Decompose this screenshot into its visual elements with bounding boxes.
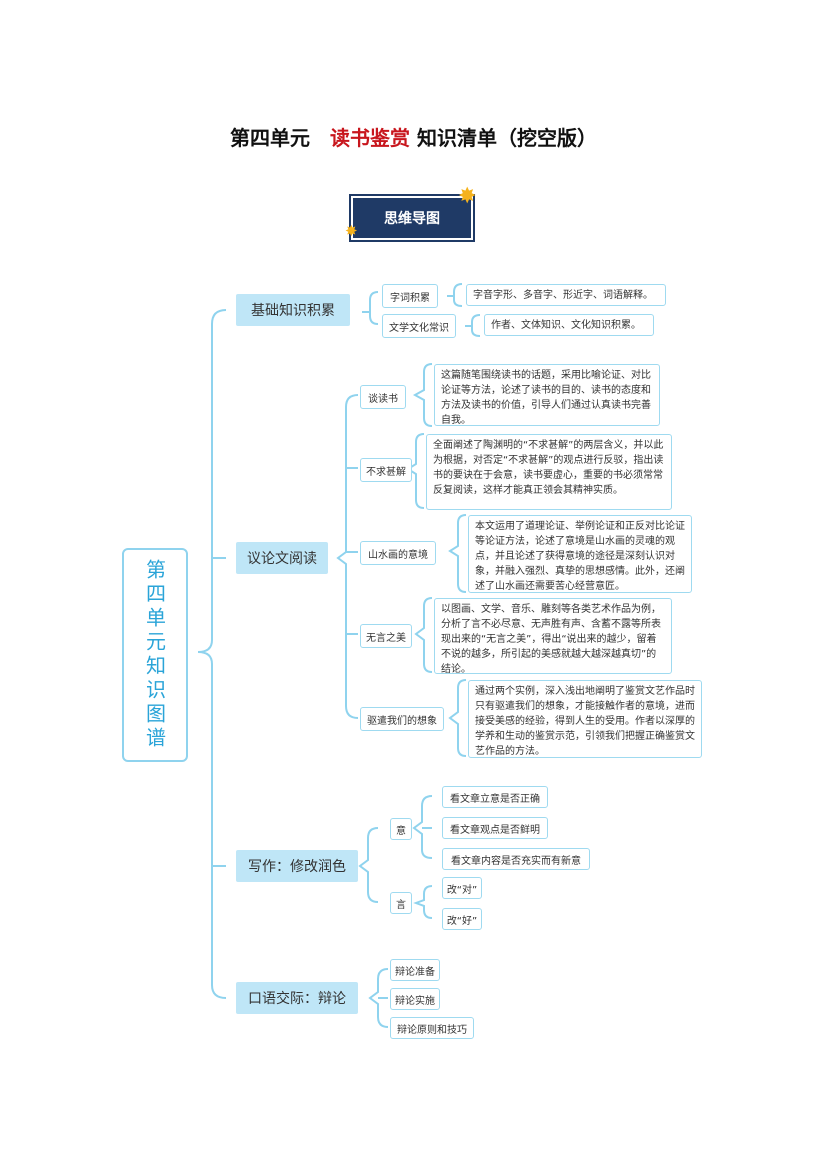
node-buqiu: 不求甚解 (360, 458, 412, 482)
detail-zici: 字音字形、多音字、形近字、词语解释。 (466, 284, 666, 306)
detail-buqiu: 全面阐述了陶渊明的“不求甚解”的两层含义，并以此为根据，对否定“不求甚解”的观点… (426, 434, 672, 510)
node-wuyan: 无言之美 (360, 624, 412, 648)
node-yi-2: 看文章观点是否鲜明 (442, 817, 548, 839)
node-zici: 字词积累 (382, 284, 438, 308)
star-icon: ✸ (458, 184, 477, 209)
detail-tandushu: 这篇随笔围绕读书的话题，采用比喻论证、对比论证等方法，论述了读书的目的、读书的态… (434, 364, 660, 426)
node-wenxue: 文学文化常识 (382, 314, 456, 338)
page-title: 第四单元读书鉴赏 知识清单（挖空版） (0, 122, 827, 151)
node-oral-3: 辩论原则和技巧 (390, 1017, 474, 1039)
detail-quqian: 通过两个实例，深入浅出地阐明了鉴赏文艺作品时只有驱遣我们的想象，才能接触作者的意… (468, 680, 702, 758)
node-quqian: 驱遣我们的想象 (360, 707, 444, 731)
branch-argument: 议论文阅读 (236, 542, 328, 574)
node-yan-2: 改“好” (442, 908, 482, 930)
node-shanshui: 山水画的意境 (360, 541, 436, 565)
branch-oral: 口语交际：辩论 (236, 982, 358, 1014)
root-node: 第四单元知识图谱 (122, 548, 188, 762)
node-yi-3: 看文章内容是否充实而有新意 (442, 848, 590, 870)
node-yi: 意 (390, 818, 412, 840)
root-label: 第四单元知识图谱 (142, 559, 167, 751)
mindmap-badge: 思维导图 (353, 198, 471, 238)
star-icon: ✸ (345, 222, 358, 240)
title-theme: 读书鉴赏 (330, 126, 411, 150)
title-unit: 第四单元 (230, 126, 311, 150)
node-yi-1: 看文章立意是否正确 (442, 786, 548, 808)
branch-basic: 基础知识积累 (236, 294, 350, 326)
node-oral-2: 辩论实施 (390, 988, 440, 1010)
detail-shanshui: 本文运用了道理论证、举例论证和正反对比论证等论证方法，论述了意境是山水画的灵魂的… (468, 515, 692, 593)
title-subtitle: 知识清单（挖空版） (416, 126, 597, 150)
node-yan: 言 (390, 892, 412, 914)
node-tandushu: 谈读书 (360, 385, 406, 409)
detail-wenxue: 作者、文体知识、文化知识积累。 (484, 314, 654, 336)
branch-writing: 写作：修改润色 (236, 850, 358, 882)
node-oral-1: 辩论准备 (390, 959, 440, 981)
detail-wuyan: 以图画、文学、音乐、雕刻等各类艺术作品为例，分析了言不必尽意、无声胜有声、含蓄不… (434, 598, 672, 675)
node-yan-1: 改“对” (442, 877, 482, 899)
